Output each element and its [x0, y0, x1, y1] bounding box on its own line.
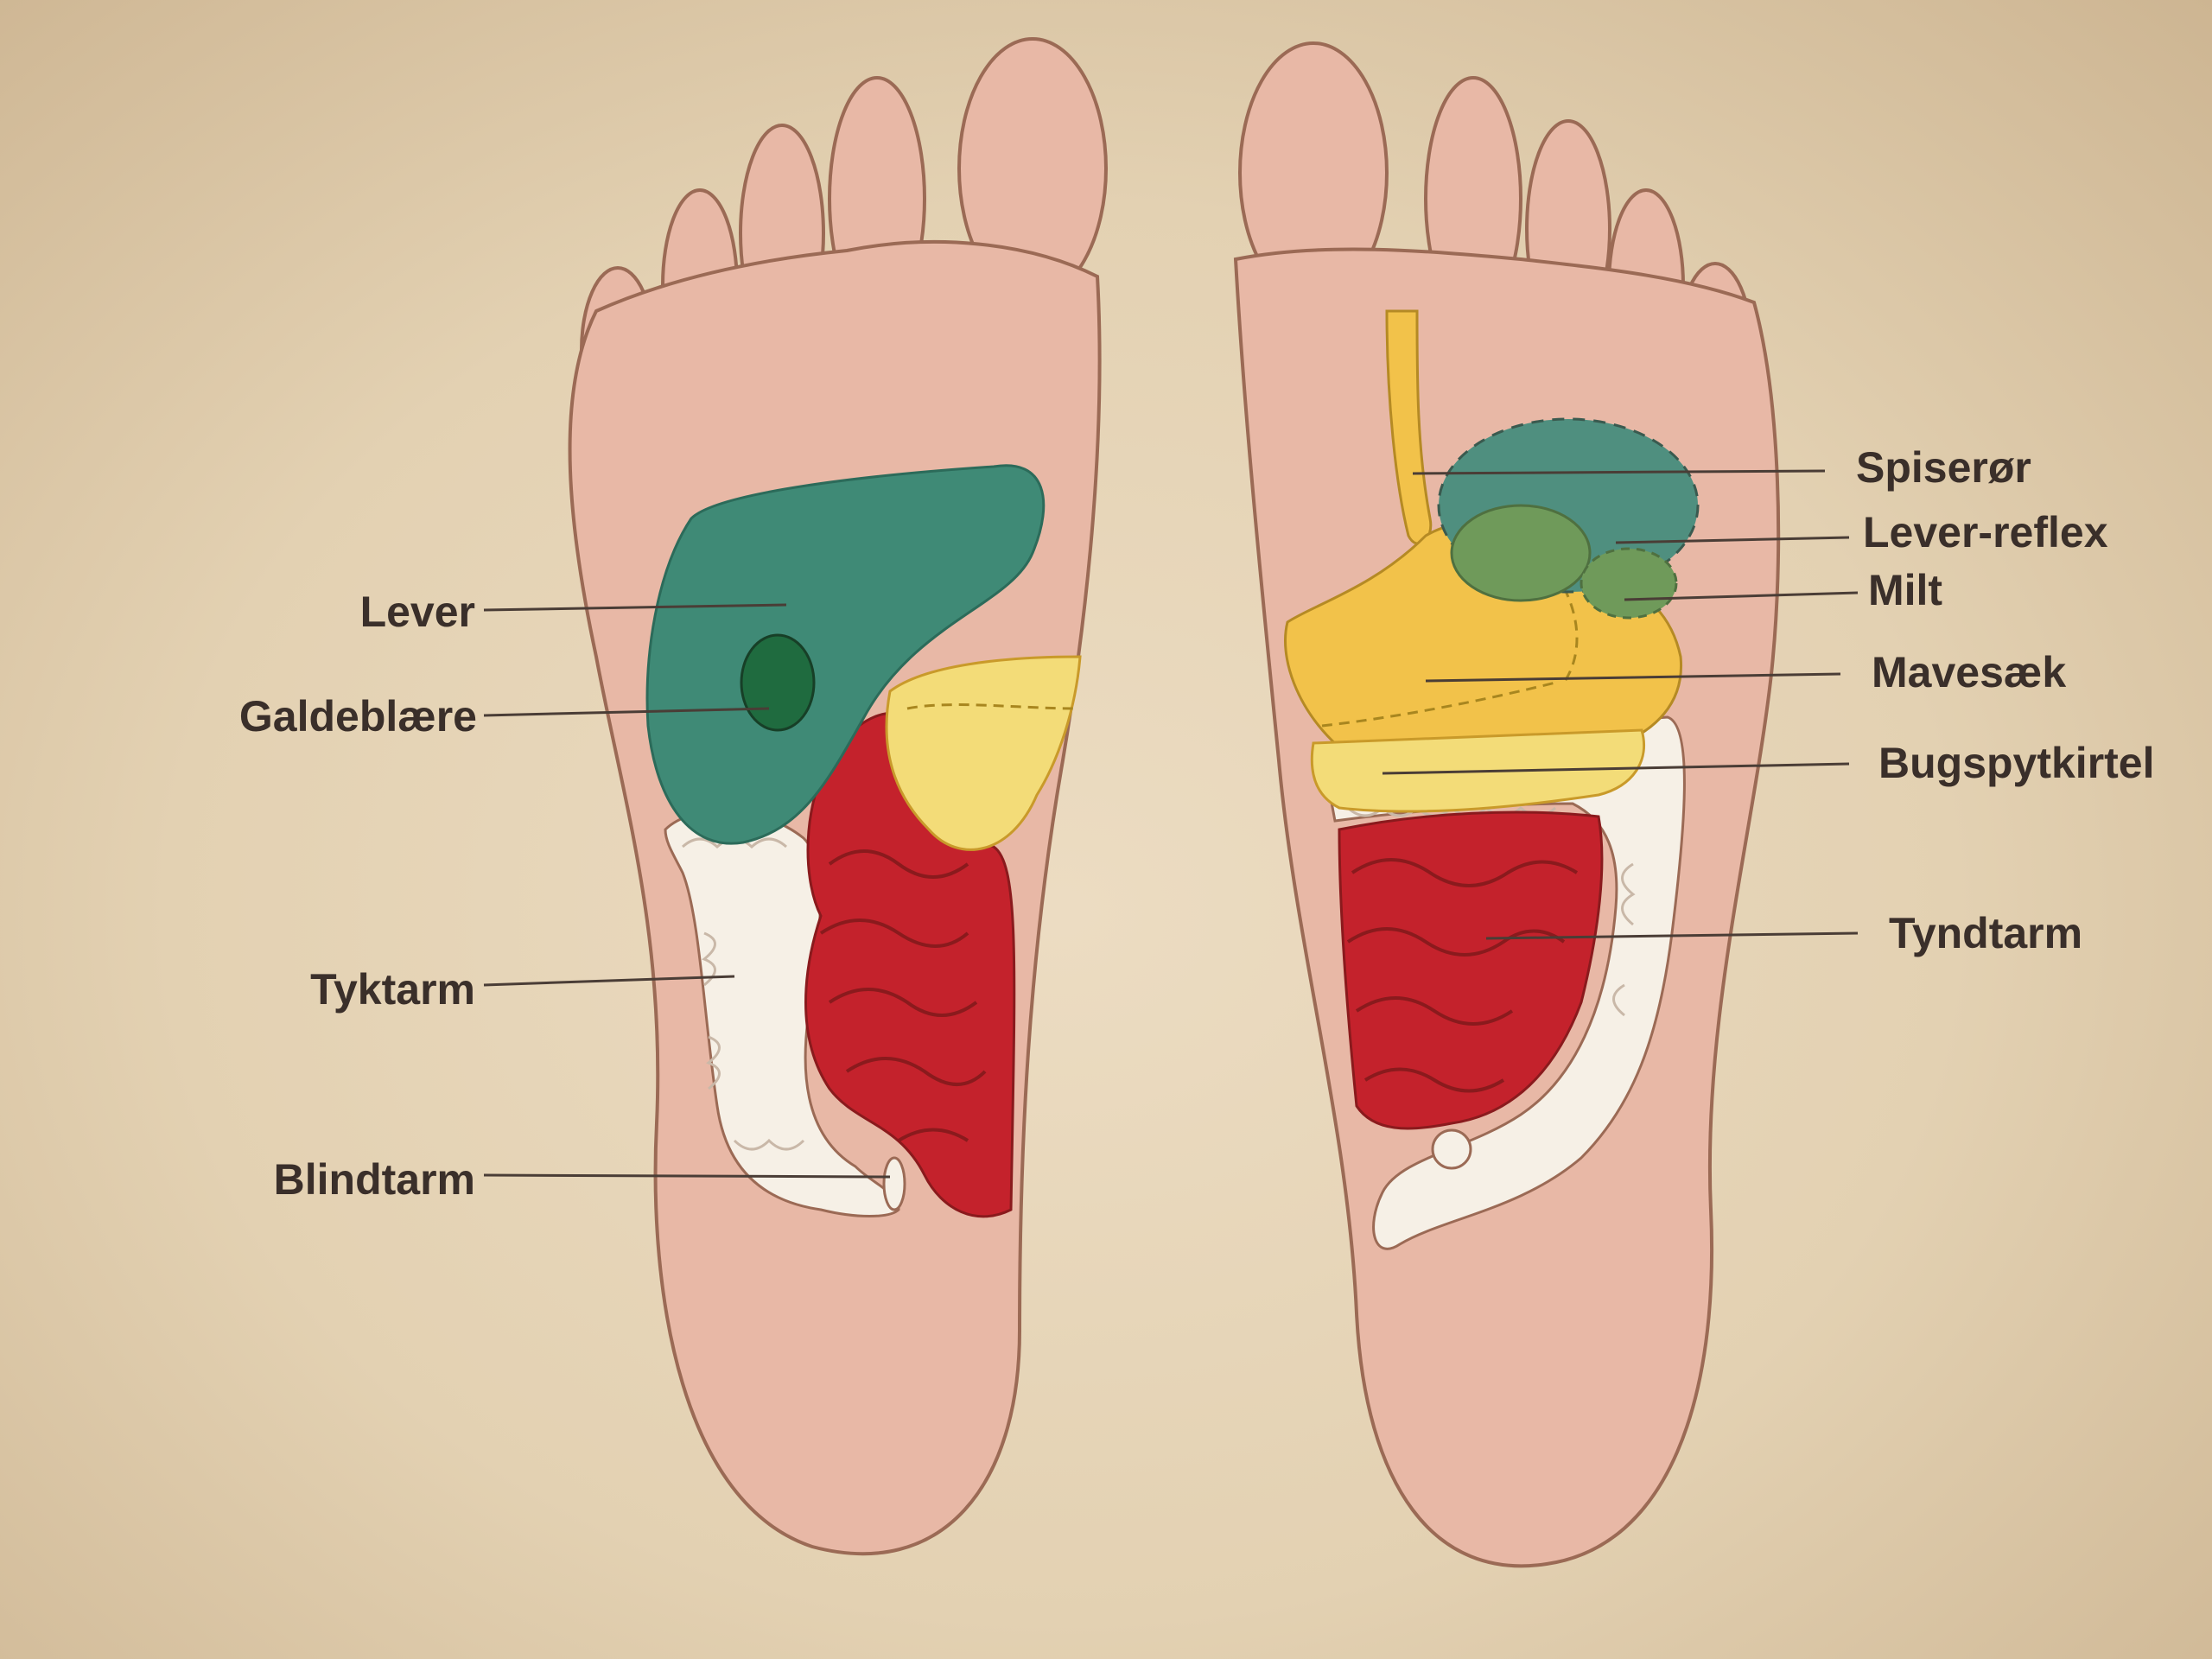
left-pancreas-dash: [906, 703, 1077, 710]
label-tyndtarm: Tyndtarm: [1889, 909, 2082, 957]
leader-blindtarm: [483, 1173, 891, 1179]
left-foot: [568, 37, 1108, 1556]
left-appendix: [882, 1156, 906, 1211]
right-small-intestine: [1338, 810, 1604, 1130]
leader-lever-reflex: [1615, 536, 1850, 544]
leader-lines: [483, 469, 1859, 1179]
leader-milt: [1624, 591, 1859, 601]
label-tyktarm: Tyktarm: [310, 965, 475, 1014]
label-lever: Lever: [360, 588, 475, 636]
label-bugspytkirtel: Bugspytkirtel: [1878, 739, 2155, 787]
label-milt: Milt: [1868, 566, 1942, 614]
leader-bugspytkirtel: [1382, 762, 1850, 775]
right-appendix-loop: [1431, 1128, 1472, 1170]
leader-tyktarm: [483, 975, 735, 987]
right-spleen-lower: [1580, 547, 1678, 620]
label-galdeblaere: Galdeblære: [239, 692, 477, 741]
leader-spiseror: [1412, 469, 1826, 475]
leader-galdeblaere: [483, 707, 770, 717]
left-gallbladder: [740, 633, 816, 732]
label-mavesaek: Mavesæk: [1872, 648, 2066, 696]
leader-mavesaek: [1425, 672, 1841, 683]
right-stomach-dash: [1321, 587, 1579, 728]
leader-lever: [483, 603, 787, 612]
right-large-intestine: [1320, 715, 1686, 1250]
left-pancreas: [885, 655, 1082, 851]
label-lever-reflex: Lever-reflex: [1863, 508, 2108, 556]
labels-left: Lever Galdeblære Tyktarm Blindtarm: [239, 588, 477, 1204]
left-small-intestine-coils: [819, 849, 987, 1142]
leader-tyndtarm: [1485, 931, 1859, 940]
label-blindtarm: Blindtarm: [274, 1155, 475, 1204]
labels-right: Spiserør Lever-reflex Milt Mavesæk Bugsp…: [1856, 443, 2155, 957]
right-spleen: [1450, 504, 1592, 602]
right-foot: [1233, 41, 1781, 1568]
label-spiseror: Spiserør: [1856, 443, 2031, 492]
right-small-intestine-coils: [1346, 858, 1579, 1093]
left-liver: [645, 464, 1046, 845]
